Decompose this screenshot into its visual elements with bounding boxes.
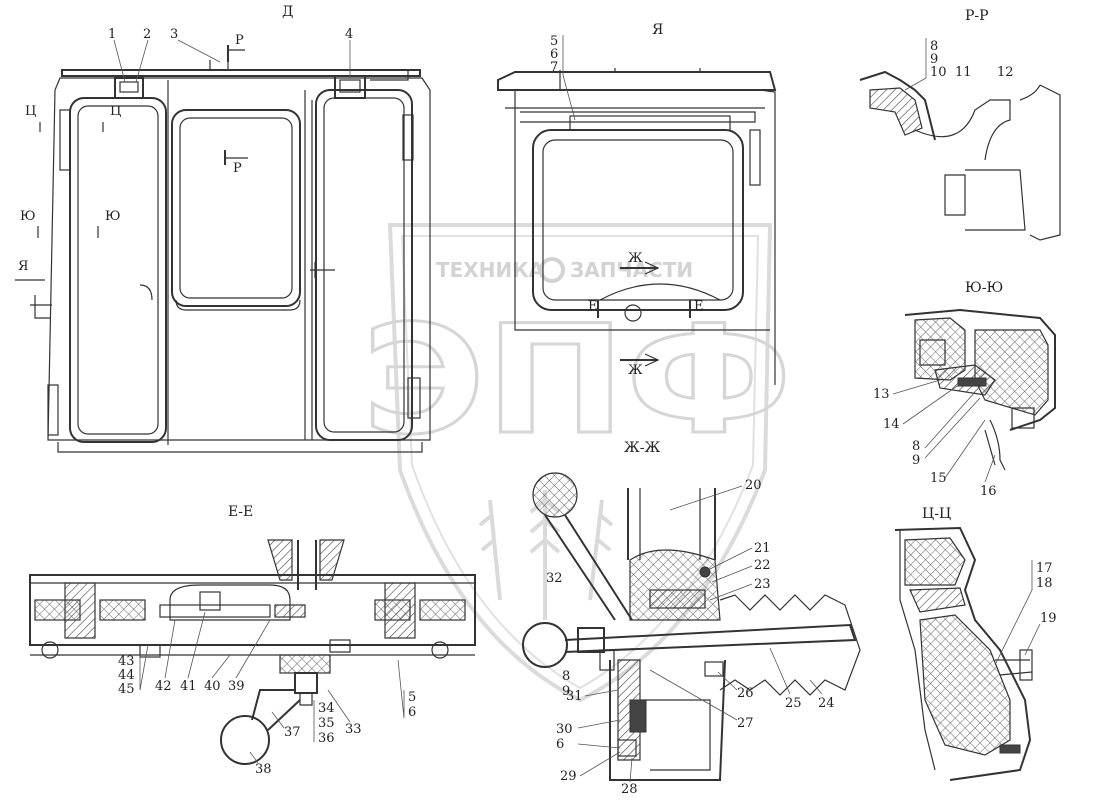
- section-yuyu: Ю-Ю 13 14 8 9 15 16: [873, 280, 1056, 499]
- callout-26: 26: [737, 686, 754, 701]
- callout-8-yuyu: 8: [912, 439, 920, 454]
- section-mark-e-right: Е: [694, 299, 704, 314]
- callout-11: 11: [955, 65, 972, 80]
- section-mark-r-top: Р: [235, 33, 244, 48]
- section-pp-title: Р-Р: [965, 8, 989, 24]
- callout-18: 18: [1036, 576, 1053, 591]
- callout-3: 3: [170, 27, 178, 42]
- callout-32: 32: [546, 571, 563, 586]
- section-mark-ya: Я: [18, 259, 29, 274]
- section-mark-r: Р: [233, 161, 242, 176]
- callout-29: 29: [560, 769, 577, 784]
- section-mark-zh-bottom: Ж: [628, 363, 643, 378]
- callout-37: 37: [284, 725, 301, 740]
- callout-15: 15: [930, 471, 947, 486]
- callout-10-pp: 10: [930, 65, 947, 80]
- callout-24: 24: [818, 696, 835, 711]
- callout-5-rear: 5: [550, 34, 558, 49]
- callout-35: 35: [318, 716, 335, 731]
- main-view: Д 1 2 3: [15, 4, 431, 453]
- callout-6-rear: 6: [550, 47, 558, 62]
- callout-22: 22: [754, 558, 771, 573]
- section-tsts-title: Ц-Ц: [922, 506, 951, 522]
- callout-38: 38: [255, 762, 272, 777]
- callout-12: 12: [997, 65, 1014, 80]
- callout-31: 31: [566, 689, 583, 704]
- callout-34: 34: [318, 701, 335, 716]
- callout-27: 27: [737, 716, 754, 731]
- gear-icon: [539, 257, 565, 283]
- section-mark-zh-top: Ж: [628, 251, 643, 266]
- section-mark-ts-left: Ц: [25, 104, 36, 119]
- callout-9-pp: 9: [930, 52, 938, 67]
- callout-42: 42: [155, 679, 172, 694]
- callout-8-zhzh: 8: [562, 669, 570, 684]
- watermark-text-left: ТЕХНИКА: [436, 258, 545, 282]
- section-pp: Р-Р 8 9 10 11 12: [859, 8, 1061, 241]
- callout-40: 40: [204, 679, 221, 694]
- watermark-logo: ЭПФ: [362, 294, 792, 468]
- callout-41: 41: [180, 679, 197, 694]
- section-mark-yu-left: Ю: [20, 209, 36, 224]
- callout-25: 25: [785, 696, 802, 711]
- callout-30-zhzh: 30: [556, 722, 573, 737]
- callout-4: 4: [345, 27, 353, 42]
- callout-9-yuyu: 9: [912, 453, 920, 468]
- callout-16: 16: [980, 484, 997, 499]
- rear-view-title: Я: [652, 22, 663, 38]
- section-mark-e-left: Е: [588, 299, 598, 314]
- callout-43: 43: [118, 654, 135, 669]
- callout-45: 45: [118, 682, 135, 697]
- watermark-text-right: ЗАПЧАСТИ: [570, 258, 693, 282]
- callout-33: 33: [345, 722, 362, 737]
- callout-19: 19: [1040, 611, 1057, 626]
- callout-20: 20: [745, 478, 762, 493]
- main-view-title: Д: [282, 4, 293, 20]
- callout-44: 44: [118, 668, 135, 683]
- section-mark-yu-right: Ю: [105, 209, 121, 224]
- callout-21: 21: [754, 541, 771, 556]
- callout-39: 39: [228, 679, 245, 694]
- callout-9-zhzh: 9: [562, 684, 570, 699]
- callout-28: 28: [621, 782, 638, 797]
- callout-1: 1: [108, 27, 116, 42]
- section-ee-title: Е-Е: [228, 504, 253, 520]
- callout-36: 36: [318, 731, 335, 746]
- callout-8-pp: 8: [930, 39, 938, 54]
- callout-13: 13: [873, 387, 890, 402]
- callout-6-ee: 6: [408, 705, 416, 720]
- callout-7-rear: 7: [550, 60, 558, 75]
- rear-view: Я 5 6 7 Ж Ж Е Е: [497, 22, 777, 385]
- section-mark-ts-right: Ц: [110, 104, 121, 119]
- callout-14: 14: [883, 417, 900, 432]
- section-zhzh: Ж-Ж 20 21 22 23 24 25 26: [522, 440, 861, 797]
- section-yuyu-title: Ю-Ю: [965, 280, 1003, 296]
- callout-5-ee: 5: [408, 690, 416, 705]
- section-tsts: Ц-Ц 17 18 19: [894, 506, 1057, 781]
- section-zhzh-title: Ж-Ж: [624, 440, 660, 456]
- callout-17: 17: [1036, 561, 1053, 576]
- callout-23: 23: [754, 577, 771, 592]
- callout-6-zhzh: 6: [556, 737, 564, 752]
- watermark: ТЕХНИКА ЗАПЧАСТИ ЭПФ: [361, 223, 794, 703]
- section-ee: Е-Е 43 44 45 42 41: [29, 504, 476, 777]
- callout-2: 2: [143, 27, 151, 42]
